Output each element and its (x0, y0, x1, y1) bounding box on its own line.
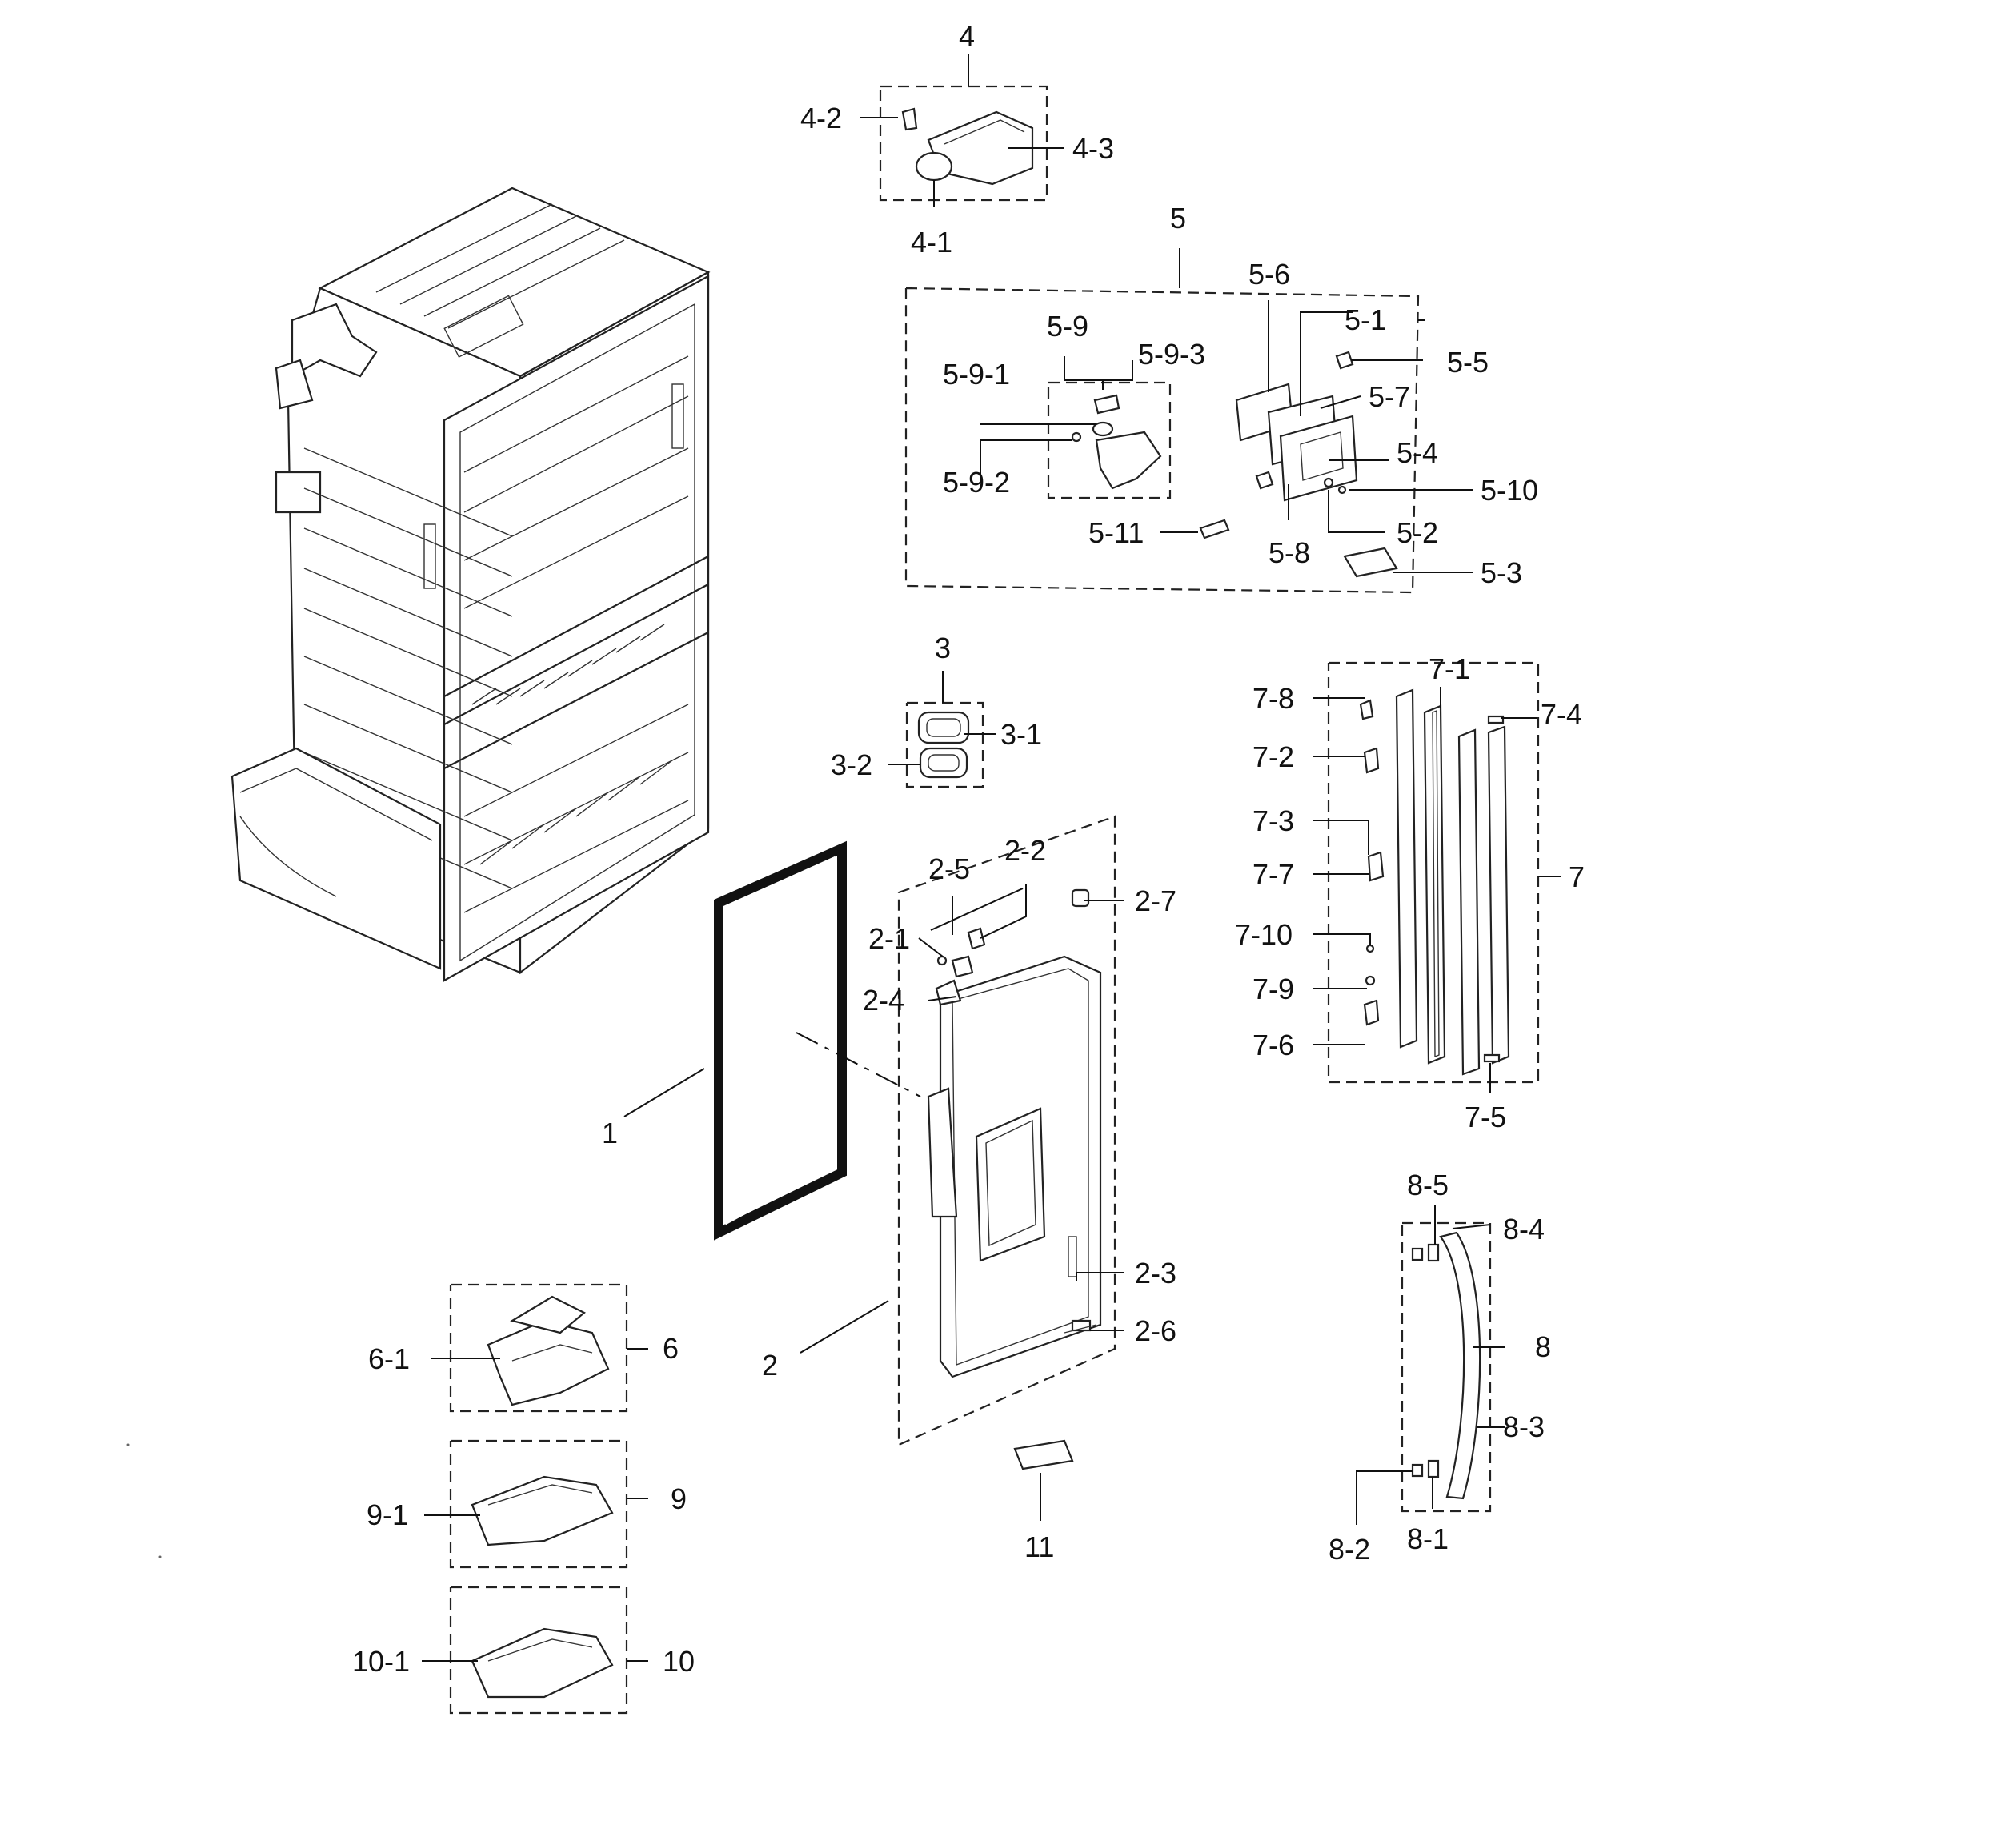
label-9: 9 (671, 1482, 687, 1515)
label-7-10: 7-10 (1235, 918, 1293, 951)
label-2-7: 2-7 (1135, 884, 1176, 917)
label-5-10: 5-10 (1481, 474, 1538, 507)
label-4-2: 4-2 (800, 102, 842, 134)
label-3-1: 3-1 (1000, 718, 1042, 751)
label-7-3: 7-3 (1252, 804, 1294, 837)
label-11: 11 (1024, 1530, 1054, 1563)
label-8-3: 8-3 (1503, 1410, 1545, 1443)
group-2-door-assembly (800, 815, 1124, 1446)
refrigerator-cabinet (230, 187, 711, 982)
label-5-4: 5-4 (1397, 436, 1438, 469)
label-7-5: 7-5 (1465, 1101, 1506, 1133)
label-5-3: 5-3 (1481, 556, 1522, 589)
label-4-3: 4-3 (1072, 132, 1114, 165)
stray-dot (126, 1443, 130, 1446)
label-8-2: 8-2 (1329, 1533, 1370, 1566)
label-5-9-2: 5-9-2 (943, 466, 1010, 499)
label-2-1: 2-1 (868, 922, 910, 955)
label-3-2: 3-2 (831, 748, 872, 781)
label-2-6: 2-6 (1135, 1314, 1176, 1347)
label-10-1: 10-1 (352, 1645, 410, 1678)
label-2-5: 2-5 (928, 852, 970, 885)
label-5: 5 (1170, 202, 1186, 235)
group-3-assembly (888, 671, 996, 788)
part-11 (1013, 1439, 1074, 1521)
label-5-7: 5-7 (1369, 380, 1410, 413)
label-4-1: 4-1 (911, 226, 952, 259)
label-7-7: 7-7 (1252, 858, 1294, 891)
label-8-1: 8-1 (1407, 1522, 1449, 1555)
group-8-handle-assembly (1356, 1205, 1505, 1525)
label-2-4: 2-4 (863, 984, 904, 1017)
group-6-bin (431, 1283, 648, 1413)
group-10-bin (422, 1586, 648, 1715)
stray-dot (158, 1555, 162, 1558)
label-3: 3 (935, 632, 951, 664)
group-9-bin (424, 1439, 648, 1569)
label-9-1: 9-1 (367, 1498, 408, 1531)
part-1-door-gasket (623, 840, 921, 1241)
label-7-4: 7-4 (1541, 698, 1582, 731)
label-7-9: 7-9 (1252, 973, 1294, 1005)
label-7-1: 7-1 (1429, 652, 1470, 685)
label-10: 10 (663, 1645, 695, 1678)
label-5-9: 5-9 (1047, 310, 1088, 343)
label-6: 6 (663, 1332, 679, 1365)
label-2-3: 2-3 (1135, 1257, 1176, 1290)
label-7-6: 7-6 (1252, 1029, 1294, 1061)
callout-labels: 4 4-2 4-3 4-1 5 5-6 5-1 5-9 5-9-3 5-5 5-… (352, 20, 1585, 1678)
group-4-assembly (860, 54, 1064, 207)
label-8-4: 8-4 (1503, 1213, 1545, 1245)
label-5-1: 5-1 (1345, 303, 1386, 336)
label-7-8: 7-8 (1252, 682, 1294, 715)
group-5-assembly (904, 248, 1473, 594)
label-8-5: 8-5 (1407, 1169, 1449, 1201)
label-4: 4 (959, 20, 975, 53)
label-5-11: 5-11 (1088, 516, 1144, 549)
label-1: 1 (602, 1117, 618, 1149)
label-8: 8 (1535, 1330, 1551, 1363)
label-7: 7 (1569, 860, 1585, 893)
label-5-9-3: 5-9-3 (1138, 338, 1205, 371)
label-5-2: 5-2 (1397, 516, 1438, 549)
label-2-2: 2-2 (1004, 834, 1046, 867)
label-5-8: 5-8 (1269, 536, 1310, 569)
label-6-1: 6-1 (368, 1342, 410, 1375)
label-7-2: 7-2 (1252, 740, 1294, 773)
label-2: 2 (762, 1349, 778, 1382)
group-7-assembly (1313, 661, 1561, 1093)
label-5-6: 5-6 (1248, 258, 1290, 291)
label-5-9-1: 5-9-1 (943, 358, 1010, 391)
label-5-5: 5-5 (1447, 346, 1489, 379)
